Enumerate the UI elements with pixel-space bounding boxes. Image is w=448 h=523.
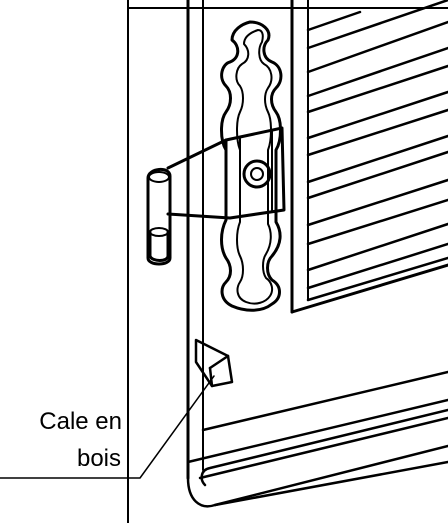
shutter-louvres [306, 0, 448, 302]
wall-frame [127, 0, 448, 523]
callout-label-line1: Cale en [39, 408, 122, 435]
hinge-plate [220, 20, 283, 312]
wooden-wedge [194, 338, 234, 388]
hinge-knuckle [146, 126, 286, 266]
callout-leader [0, 375, 215, 479]
bottom-rail [186, 370, 448, 508]
callout-label-line2: bois [76, 445, 121, 472]
shutter-panel [186, 0, 448, 480]
